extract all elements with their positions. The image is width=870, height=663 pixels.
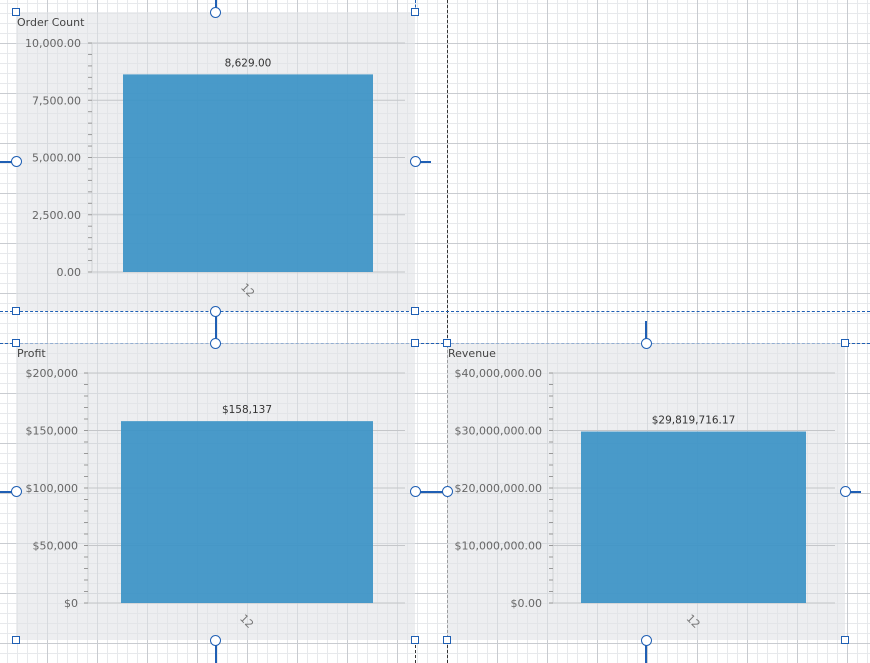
connector-line <box>0 490 16 493</box>
y-tick-label: $100,000 <box>26 482 79 495</box>
y-tick-label: $0 <box>64 597 78 610</box>
resize-handle-edge[interactable] <box>210 305 221 317</box>
y-tick-label: $0.00 <box>511 597 543 610</box>
chart-title: Revenue <box>448 347 496 360</box>
chart-title: Order Count <box>17 16 85 29</box>
profit-chart[interactable]: Profit$0$50,000$100,000$150,000$200,000$… <box>16 343 415 640</box>
y-tick-label: 10,000.00 <box>25 37 81 50</box>
y-tick-label: $150,000 <box>26 425 79 438</box>
chart-title: Profit <box>17 347 46 360</box>
resize-handle-corner[interactable] <box>12 307 20 315</box>
x-tick-label: 12 <box>238 281 257 300</box>
chart-svg: $0.00 $10,000,000.00 $20,000,000.00 $30,000… <box>455 367 835 631</box>
resize-handle-edge[interactable] <box>640 634 652 646</box>
bar[interactable] <box>581 431 806 603</box>
vertical-guide <box>415 640 416 663</box>
y-tick-label: 2,500.00 <box>32 209 81 222</box>
resize-handle-edge[interactable] <box>210 6 221 18</box>
resize-handle-edge[interactable] <box>210 634 221 646</box>
y-tick-label: $50,000 <box>33 540 79 553</box>
resize-handle-edge[interactable] <box>441 486 453 497</box>
resize-handle-corner[interactable] <box>841 339 849 347</box>
resize-handle-corner[interactable] <box>411 636 419 644</box>
y-tick-label: $30,000,000.00 <box>455 425 542 438</box>
connector-line <box>845 490 861 493</box>
bar[interactable] <box>123 74 373 272</box>
x-tick-label: 12 <box>237 612 256 631</box>
resize-handle-edge[interactable] <box>839 486 851 497</box>
y-tick-label: $40,000,000.00 <box>455 367 542 380</box>
vertical-guide <box>415 0 416 12</box>
horizontal-guide <box>0 343 870 344</box>
resize-handle-corner[interactable] <box>411 8 419 16</box>
y-tick-label: $200,000 <box>26 367 79 380</box>
resize-handle-edge[interactable] <box>10 486 22 497</box>
y-tick-label: 0.00 <box>57 266 82 279</box>
resize-handle-edge[interactable] <box>10 156 22 167</box>
resize-handle-edge[interactable] <box>409 156 421 167</box>
bar-value-label: $158,137 <box>222 404 272 416</box>
connector-line <box>415 160 431 163</box>
resize-handle-corner[interactable] <box>443 636 451 644</box>
bar-value-label: 8,629.00 <box>225 57 272 69</box>
connector-line <box>645 640 647 663</box>
y-tick-label: $20,000,000.00 <box>455 482 542 495</box>
connector-line <box>214 0 217 12</box>
horizontal-guide <box>0 311 870 312</box>
resize-handle-corner[interactable] <box>12 8 20 16</box>
resize-handle-edge[interactable] <box>640 337 652 349</box>
resize-handle-corner[interactable] <box>443 339 451 347</box>
connector-line <box>431 490 447 493</box>
connector-line <box>214 321 217 343</box>
x-tick-label: 12 <box>684 612 703 631</box>
resize-handle-corner[interactable] <box>12 339 20 347</box>
resize-handle-corner[interactable] <box>411 307 419 315</box>
vertical-guide <box>447 0 448 663</box>
y-tick-label: 7,500.00 <box>32 94 81 107</box>
bar-value-label: $29,819,716.17 <box>652 415 736 427</box>
order-count-chart[interactable]: Order Count 0.00 2,500.00 5,000.00 7,500.00 1… <box>16 12 415 311</box>
y-tick-label: $10,000,000.00 <box>455 540 542 553</box>
connector-line <box>415 490 431 493</box>
connector-line <box>214 640 217 663</box>
resize-handle-corner[interactable] <box>411 339 419 347</box>
connector-line <box>0 160 16 163</box>
chart-svg: $0 $50,000 $100,000 $150,000 $200,000 $158,13… <box>26 367 405 631</box>
resize-handle-corner[interactable] <box>12 636 20 644</box>
y-tick-label: 5,000.00 <box>32 152 81 165</box>
connector-line <box>645 321 647 343</box>
resize-handle-corner[interactable] <box>841 636 849 644</box>
revenue-chart[interactable]: Revenue $0.00 $10,000,000.00 $20,000,000.00… <box>447 343 845 640</box>
resize-handle-edge[interactable] <box>409 486 421 497</box>
bar[interactable] <box>121 421 373 603</box>
resize-handle-edge[interactable] <box>210 337 221 349</box>
chart-svg: 0.00 2,500.00 5,000.00 7,500.00 10,000.00 8,6… <box>25 37 405 300</box>
